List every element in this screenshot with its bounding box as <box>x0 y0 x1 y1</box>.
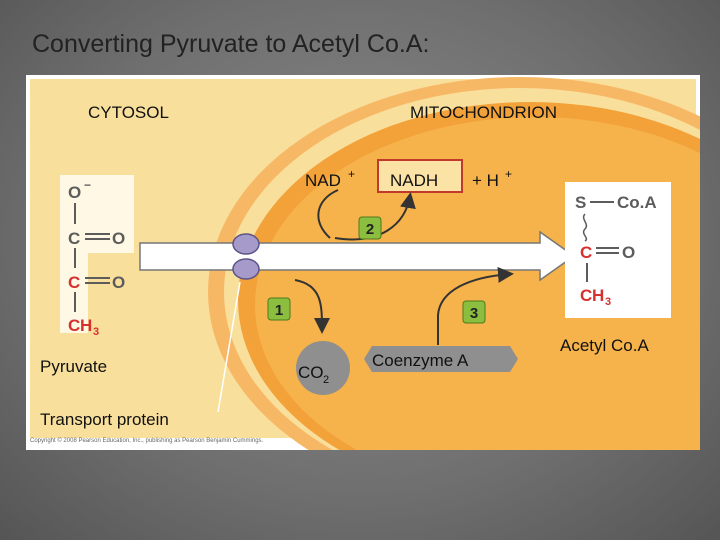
transport-protein-label: Transport protein <box>40 410 169 429</box>
transport-protein-bottom <box>232 258 260 280</box>
acetyl-coa-sulfur: S <box>575 193 586 212</box>
co2-release-arrow <box>294 279 330 334</box>
nad-input-curve <box>317 189 339 239</box>
nad-label: NAD <box>305 171 341 190</box>
step-3-label: 3 <box>470 305 478 322</box>
coenzyme-a-molecule: Coenzyme A <box>364 346 518 372</box>
pyruvate-label: Pyruvate <box>40 357 107 376</box>
nadh-output-arrow <box>334 192 416 241</box>
acetyl-coa-methyl-carbon: C <box>580 286 592 305</box>
pyruvate-methyl-subscript: 3 <box>93 326 99 338</box>
pyruvate-top-oxygen: O <box>68 183 81 202</box>
cytosol-label: CYTOSOL <box>88 103 169 122</box>
coenzyme-a-input-arrow <box>437 266 514 345</box>
pyruvate-methyl-h: H <box>80 316 92 335</box>
co2-label: CO <box>298 363 324 382</box>
transport-protein <box>217 233 260 413</box>
acetyl-coa-methyl-subscript: 3 <box>605 296 611 308</box>
copyright-notice: Copyright © 2008 Pearson Education, Inc.… <box>30 438 264 444</box>
step-1-label: 1 <box>275 302 283 319</box>
transport-protein-top <box>232 233 260 255</box>
step-2-badge: 2 <box>358 216 382 240</box>
plus-h-superscript: + <box>505 167 512 181</box>
acetyl-coa-methyl-h: H <box>592 286 604 305</box>
co2-circle <box>296 341 350 395</box>
pyruvate-carboxyl-carbon: C <box>68 229 80 248</box>
acetyl-coa-oxygen: O <box>622 243 635 262</box>
step-1-badge: 1 <box>267 297 291 321</box>
plus-h-label: + H <box>472 171 499 190</box>
co2-subscript: 2 <box>323 374 329 386</box>
acetyl-coa-coa: Co.A <box>617 193 657 212</box>
nadh-box <box>377 159 463 193</box>
transport-protein-leader <box>217 281 241 413</box>
slide-title: Converting Pyruvate to Acetyl Co.A: <box>32 30 430 58</box>
step-2-label: 2 <box>366 221 374 238</box>
mitochondrion-label: MITOCHONDRION <box>410 103 557 122</box>
acetyl-coa-box <box>565 182 671 318</box>
pyruvate-charge: − <box>84 178 91 192</box>
acetyl-coa-structure: S Co.A C O C H 3 <box>565 182 671 318</box>
bond-s-c-wavy <box>582 213 588 242</box>
pyruvate-keto-oxygen: O <box>112 273 125 292</box>
pyruvate-carboxyl-oxygen: O <box>112 229 125 248</box>
nadh-label: NADH <box>390 171 438 190</box>
acetyl-coa-label: Acetyl Co.A <box>560 336 649 355</box>
pyruvate-structure: O − C O C O C H 3 <box>60 175 134 338</box>
step-3-badge: 3 <box>462 300 486 324</box>
acetyl-coa-carbon: C <box>580 243 592 262</box>
co2-molecule: CO 2 <box>296 341 350 395</box>
coenzyme-a-label: Coenzyme A <box>372 351 469 370</box>
pyruvate-methyl-carbon: C <box>68 316 80 335</box>
coenzyme-a-shape <box>364 346 518 372</box>
nad-superscript: + <box>348 167 355 181</box>
pyruvate-keto-carbon: C <box>68 273 80 292</box>
